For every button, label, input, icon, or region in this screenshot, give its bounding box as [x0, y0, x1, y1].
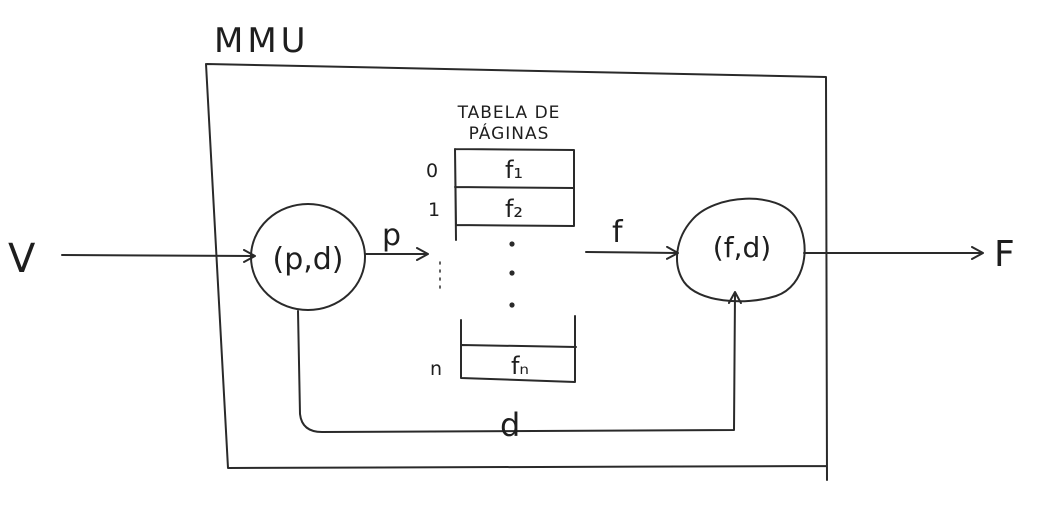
- input-label: V: [8, 236, 36, 282]
- page-table-top-rows: [454, 148, 575, 241]
- logical-address-label: (p,d): [272, 242, 343, 277]
- page-number-label: p: [382, 218, 401, 253]
- physical-address-label: (f,d): [713, 231, 771, 264]
- offset-label: d: [500, 406, 520, 444]
- physical-address-node: [676, 197, 806, 303]
- row-value-1: f₂: [505, 195, 523, 223]
- offset-path: [297, 291, 742, 433]
- frame-number-arrow: [585, 245, 679, 260]
- row-index-1: 1: [428, 199, 440, 221]
- page-table-heading-line2: PÁGINAS: [469, 122, 550, 144]
- page-table: 0 1 n f₁ f₂ fₙ: [426, 148, 577, 383]
- logical-address-node: [250, 203, 366, 311]
- row-value-n: fₙ: [511, 352, 529, 380]
- output-label: F: [994, 234, 1015, 275]
- input-arrow: [61, 248, 256, 263]
- page-table-bottom-rows: [460, 315, 577, 383]
- row-value-0: f₁: [505, 156, 523, 184]
- row-index-n: n: [430, 358, 442, 380]
- ellipsis-dot: [509, 241, 515, 247]
- row-index-0: 0: [426, 160, 438, 182]
- page-table-heading-line1: TABELA DE: [457, 103, 561, 123]
- frame-number-label: f: [612, 215, 624, 250]
- ellipsis-dot: [509, 270, 515, 276]
- ellipsis-dot: [509, 302, 515, 308]
- mmu-box: [205, 63, 828, 481]
- mmu-title: MMU: [214, 21, 310, 61]
